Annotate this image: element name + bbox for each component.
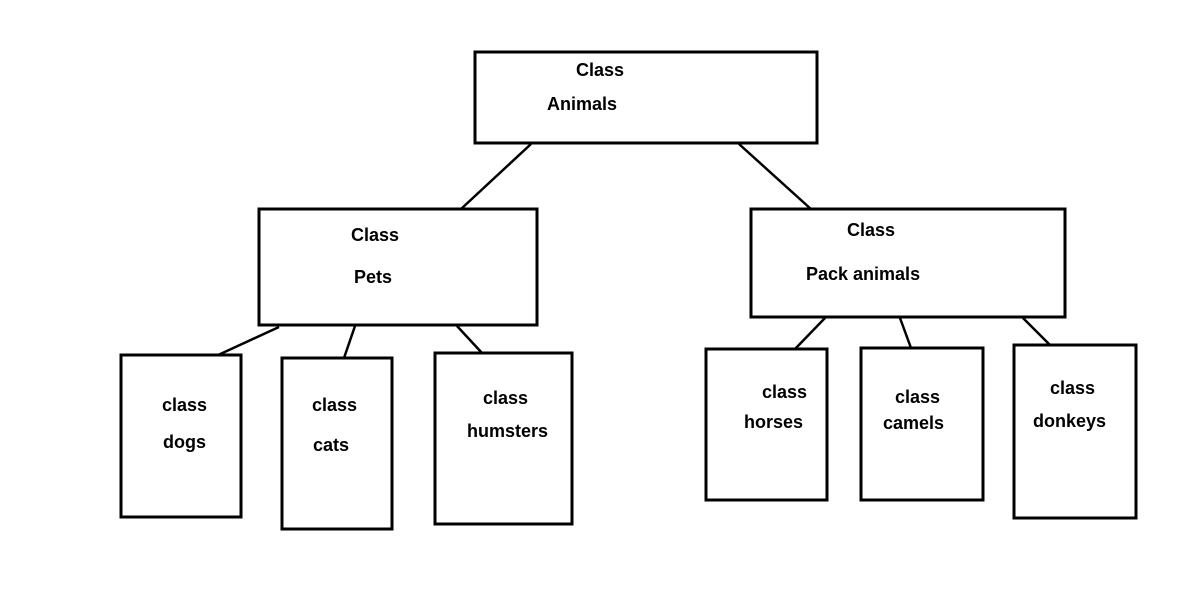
node-pack-animals: Class Pack animals [749,207,1067,319]
node-cats: class cats [280,356,394,531]
node-pets-box [257,207,539,327]
node-camels: class camels [859,346,985,502]
node-humsters-name: humsters [467,421,548,441]
node-cats-box [280,356,394,531]
node-camels-box [859,346,985,502]
node-horses-kind: class [762,382,807,402]
edge-pets-dogs [215,325,280,358]
node-dogs-kind: class [162,395,207,415]
node-pets-name: Pets [354,267,392,287]
edge-pack-horses [794,317,826,350]
edge-animals-pack-animals [738,143,813,211]
node-donkeys: class donkeys [1012,343,1138,520]
node-animals-kind: Class [576,60,624,80]
node-humsters-kind: class [483,388,528,408]
node-animals-name: Animals [547,94,617,114]
edge-pack-donkeys [1022,317,1052,347]
node-dogs: class dogs [119,353,243,519]
node-dogs-name: dogs [163,432,206,452]
node-animals-box [473,50,819,145]
node-camels-name: camels [883,413,944,433]
node-animals: Class Animals [473,50,819,145]
node-horses-name: horses [744,412,803,432]
node-donkeys-name: donkeys [1033,411,1106,431]
node-pets: Class Pets [257,207,539,327]
node-pack-animals-name: Pack animals [806,264,920,284]
edge-pets-cats [342,325,357,359]
node-donkeys-kind: class [1050,378,1095,398]
node-pack-animals-kind: Class [847,220,895,240]
node-humsters-box [433,351,574,526]
node-donkeys-box [1012,343,1138,520]
connectors [215,143,1052,359]
edge-pack-camels [898,317,913,349]
node-cats-name: cats [313,435,349,455]
edge-animals-pets [460,143,532,210]
node-pets-kind: Class [351,225,399,245]
node-horses: class horses [704,347,829,502]
node-horses-box [704,347,829,502]
node-pack-animals-box [749,207,1067,319]
node-camels-kind: class [895,387,940,407]
node-humsters: class humsters [433,351,574,526]
node-cats-kind: class [312,395,357,415]
edge-pets-humsters [456,325,483,354]
node-dogs-box [119,353,243,519]
